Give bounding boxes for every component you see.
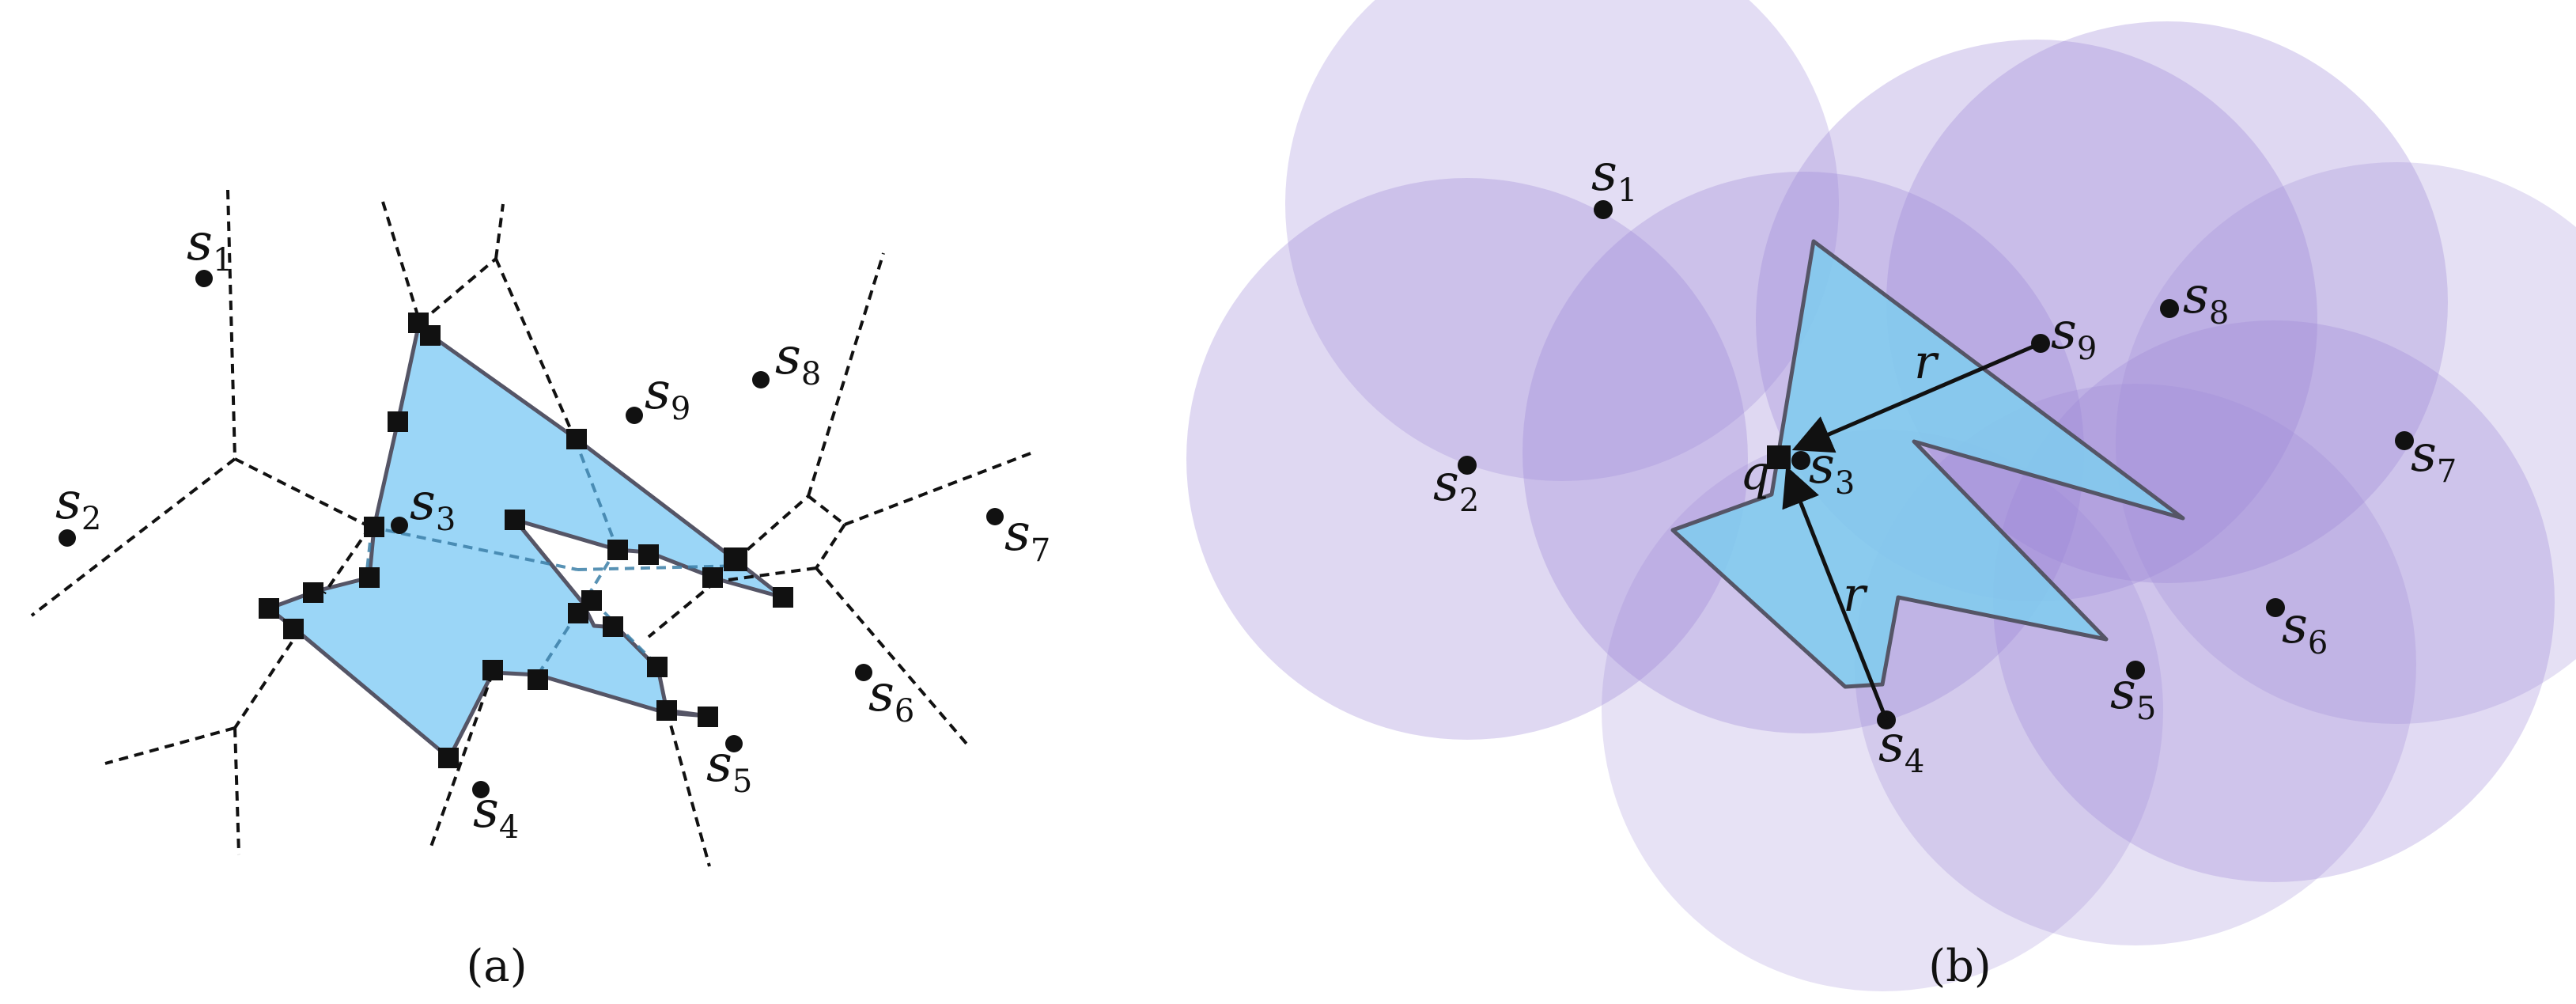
query-label: q [1740,445,1770,501]
radius-arrows [1782,341,2041,721]
site-label-b-s7: s7 [2411,425,2457,490]
site-label-s4: s4 [473,781,519,846]
sites-a [59,270,1004,798]
disk-s1 [1285,0,1839,481]
polygon-region-a [267,320,785,760]
panel-a: s1 s2 s3 s4 s5 s6 s7 s8 s9 (a) [30,189,1050,992]
site-point-s2 [59,529,76,547]
site-label-b-s6: s6 [2282,597,2328,661]
radius-arrow-s9 [1791,341,2041,453]
site-labels-b: s1 s2 s3 s4 s5 s6 s7 s8 s9 [1433,144,2457,780]
site-point-b-s8 [2160,299,2179,318]
site-label-b-s9: s9 [2051,302,2097,367]
site-point-s3 [391,517,408,534]
site-point-s6 [855,664,872,681]
voronoi-edges [30,189,1031,867]
radius-label-lower: r [1843,567,1868,623]
site-point-s9 [626,407,643,424]
site-label-s8: s8 [775,328,821,392]
site-label-b-s3: s3 [1809,437,1855,502]
site-point-b-s2 [1458,456,1477,475]
site-point-s7 [986,508,1004,525]
radius-arrow-s4 [1782,465,1889,721]
site-labels-a: s1 s2 s3 s4 s5 s6 s7 s8 s9 [55,214,1050,846]
site-label-s9: s9 [645,362,690,427]
polygon-vertices-a [259,313,793,768]
panel-caption-a: (a) [466,941,527,992]
polygon-region-b [1670,239,2185,689]
radius-label-upper: r [1914,335,1939,390]
site-point-b-s5 [2126,661,2145,680]
panel-b: s1 s2 s3 s4 s5 s6 s7 s8 s9 q r r (b) [1186,0,2576,992]
site-point-b-s1 [1594,200,1613,219]
panel-caption-b: (b) [1928,941,1992,992]
site-point-s8 [752,371,770,388]
site-label-b-s1: s1 [1591,144,1637,209]
disk-s7 [2116,162,2576,724]
site-label-s3: s3 [410,473,456,538]
site-label-s6: s6 [868,665,914,729]
site-point-s4 [472,781,490,798]
site-label-b-s4: s4 [1878,715,1924,780]
site-label-b-s2: s2 [1433,454,1479,519]
site-label-b-s5: s5 [2110,662,2156,727]
site-point-b-s3 [1791,451,1810,470]
site-point-b-s7 [2395,431,2414,450]
site-point-s5 [725,735,743,752]
site-label-b-s8: s8 [2183,267,2229,332]
query-point [1767,445,1791,469]
site-label-s5: s5 [706,735,752,800]
site-label-s2: s2 [55,472,101,537]
site-point-s1 [195,270,213,287]
site-point-b-s6 [2266,598,2285,617]
site-label-s7: s7 [1004,504,1050,569]
site-label-s1: s1 [187,214,233,278]
